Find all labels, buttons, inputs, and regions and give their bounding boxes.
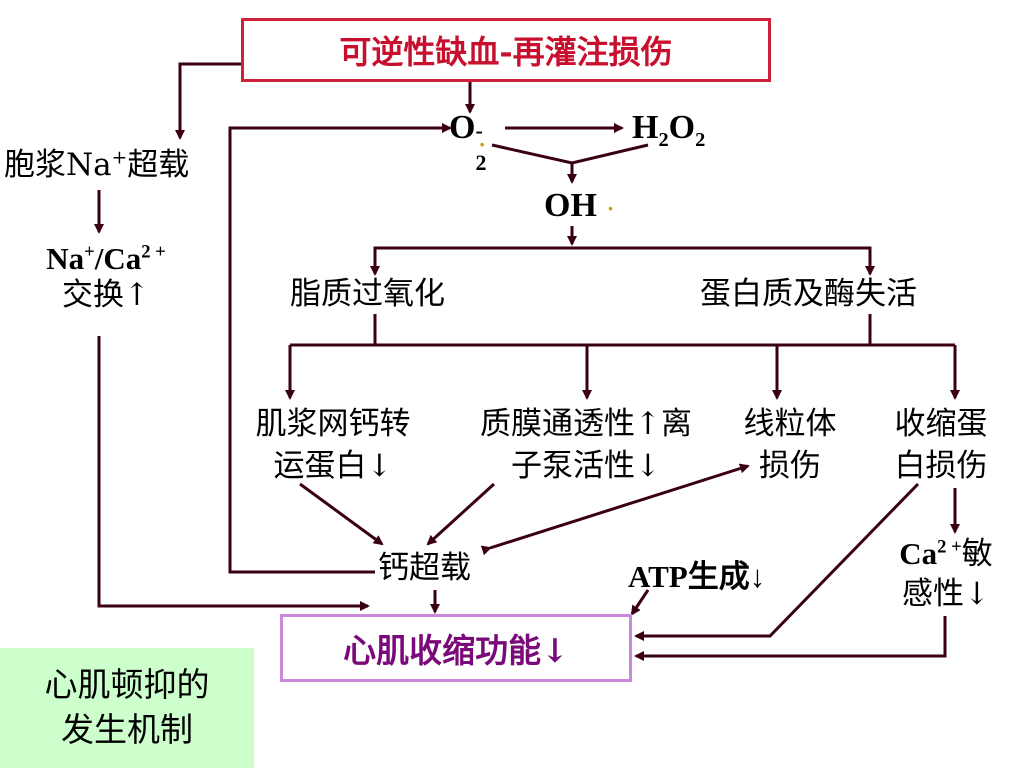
ca-sens-sup: 2 + (937, 536, 962, 558)
atp-label: ATP生成↓ (628, 559, 766, 594)
superoxide-dot: · (478, 132, 486, 157)
peroxide-sub2: 2 (695, 128, 706, 151)
sr-calcium-transport-node: 肌浆网钙转 运蛋白↓ (232, 404, 434, 488)
protein-inactivation-node: 蛋白质及酶失活 (700, 276, 917, 312)
calcium-overload-node: 钙超载 (378, 550, 471, 586)
ca-sensitivity-node: Ca2 +敏 感性↓ (876, 534, 1016, 615)
mito-line2: 损伤 (759, 447, 821, 484)
contractile-protein-node: 收缩蛋 白损伤 (878, 404, 1004, 488)
peroxide-h: H (632, 109, 659, 146)
membrane-line2: 子泵活性↓ (511, 447, 661, 484)
lipid-peroxidation-node: 脂质过氧化 (290, 276, 445, 312)
ca-sens-line2: 感性↓ (902, 576, 990, 613)
heart-contraction-box: 心肌收缩功能↓ (280, 614, 632, 682)
superoxide-charge: - (475, 118, 483, 143)
membrane-line1: 质膜通透性↑离 (480, 406, 692, 442)
atp-generation-node: ATP生成↓ (628, 558, 765, 596)
hydroxyl-node: OH · (544, 186, 614, 227)
na-overload-pre: 胞浆Na (4, 147, 112, 183)
na-overload-post: 超载 (127, 147, 190, 183)
sr-line2: 运蛋白↓ (273, 447, 393, 484)
ca-sens-text-b: 敏 (961, 536, 993, 571)
peroxide-o: O (668, 109, 696, 146)
heart-contraction-text: 心肌收缩功能↓ (343, 631, 569, 670)
hydroxyl-label: OH (544, 187, 597, 224)
ca-sens-text-a: Ca (899, 536, 938, 571)
na-ca-sup1: + (84, 241, 95, 263)
title-text: 可逆性缺血-再灌注损伤 (339, 33, 673, 71)
ca-sens-line1: Ca2 +敏 (876, 534, 1016, 574)
superoxide-node: O- 2· (449, 108, 493, 175)
contractile-line2: 白损伤 (894, 447, 988, 484)
na-ca-exchange-line1: Na+/Ca2 + (20, 240, 192, 277)
corner-caption: 心肌顿抑的 发生机制 (0, 648, 254, 768)
mitochondria-damage-node: 线粒体 损伤 (730, 404, 850, 488)
na-ca-exchange-node: Na+/Ca2 + 交换↑ (20, 240, 192, 314)
superoxide-subscript: 2 (475, 150, 487, 175)
na-overload-node: 胞浆Na+超载 (4, 147, 189, 184)
na-ca-text-b: /Ca (94, 241, 142, 276)
superoxide-label: O (449, 109, 476, 146)
na-overload-sup: + (111, 147, 128, 169)
corner-line1: 心肌顿抑的 (44, 665, 210, 705)
na-ca-exchange-line2: 交换↑ (62, 277, 150, 314)
hydroxyl-dot: · (606, 196, 615, 221)
corner-line2: 发生机制 (61, 710, 193, 749)
membrane-permeability-node: 质膜通透性↑离 子泵活性↓ (452, 404, 720, 488)
hydrogen-peroxide-node: H2O2 (632, 108, 705, 152)
na-ca-sup2: 2 + (141, 241, 166, 263)
peroxide-sub1: 2 (658, 128, 669, 151)
na-ca-text-a: Na (46, 241, 85, 276)
sr-line1: 肌浆网钙转 (255, 406, 411, 442)
title-box: 可逆性缺血-再灌注损伤 (241, 18, 771, 82)
contractile-line1: 收缩蛋 (894, 406, 988, 442)
mito-line1: 线粒体 (743, 406, 837, 442)
